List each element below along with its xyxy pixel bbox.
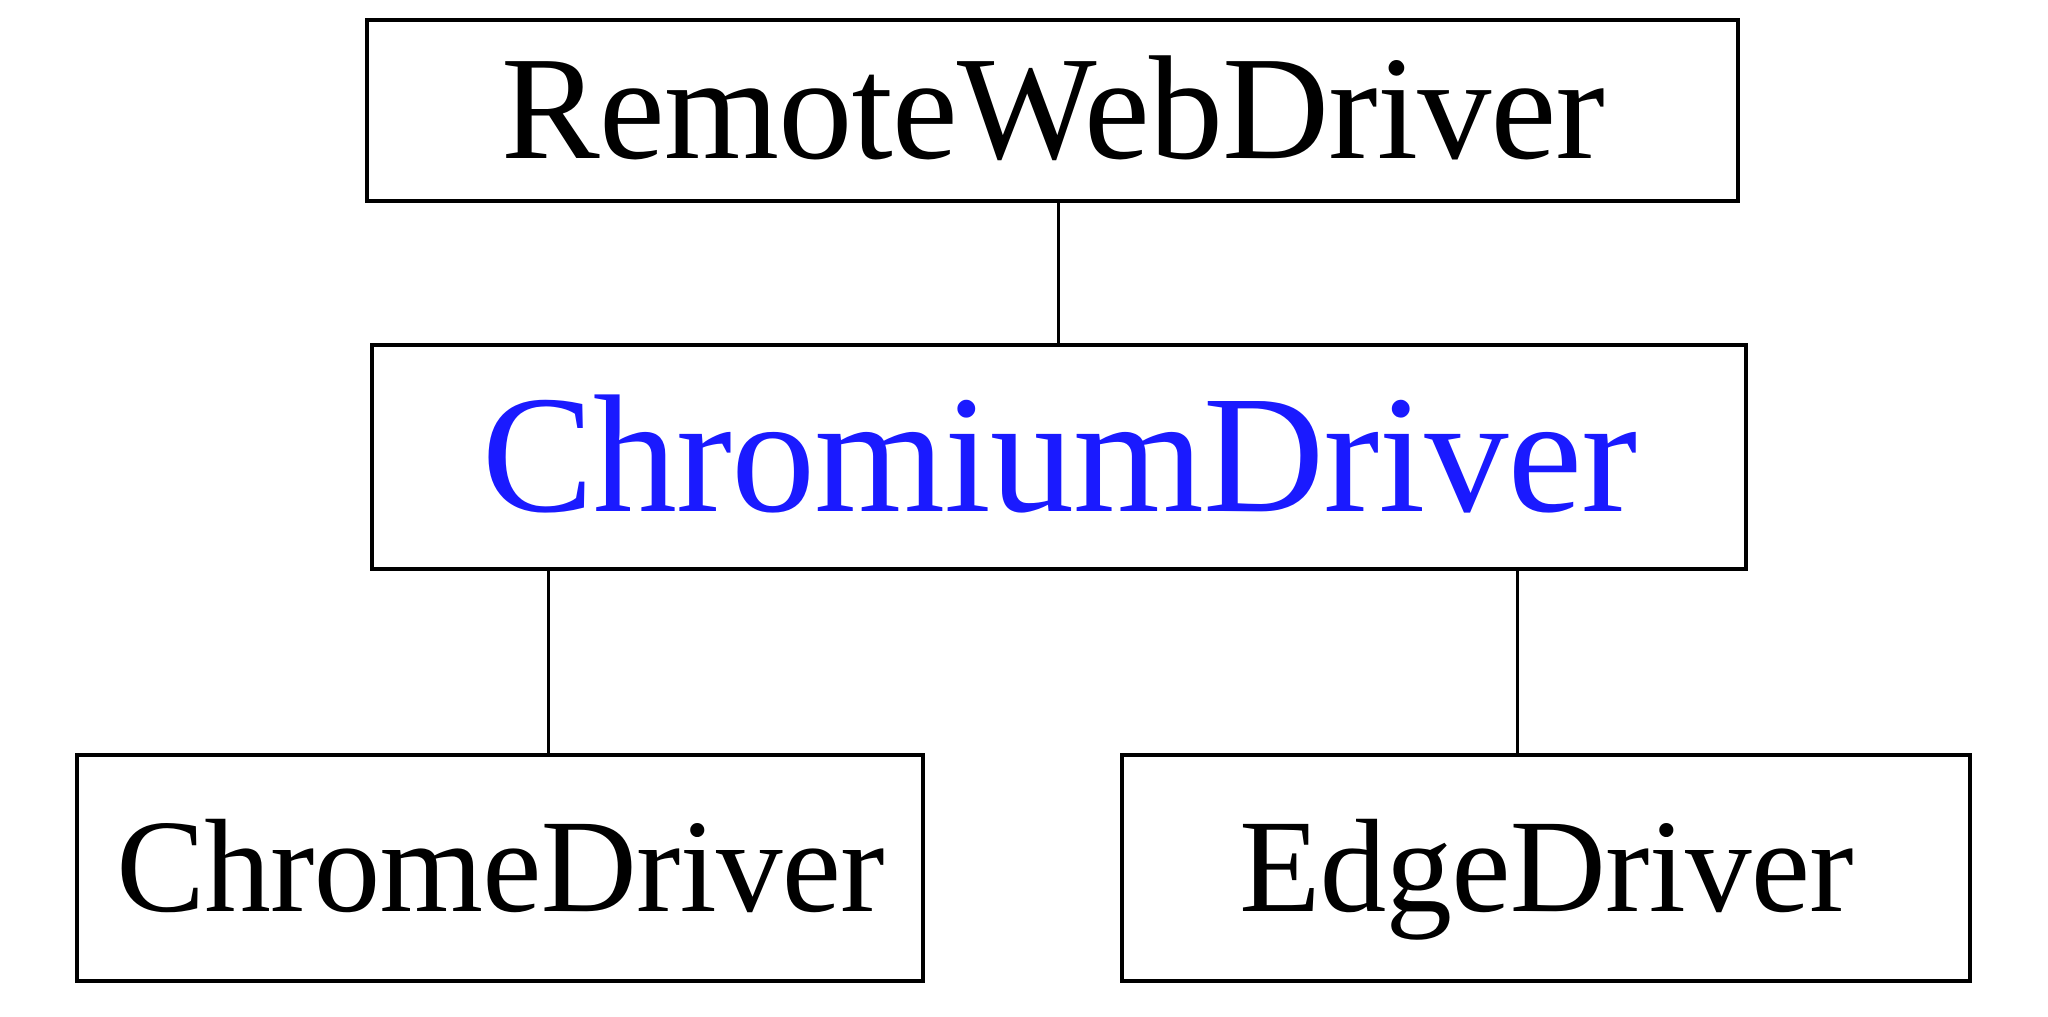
node-edgedriver[interactable]: EdgeDriver: [1120, 753, 1972, 983]
edge-chromiumdriver-edgedriver: [1516, 570, 1519, 753]
node-remotewebdriver[interactable]: RemoteWebDriver: [365, 18, 1740, 203]
node-chromedriver-label: ChromeDriver: [116, 791, 884, 940]
node-chromiumdriver-label: ChromiumDriver: [481, 362, 1638, 548]
edge-chromiumdriver-chromedriver: [547, 570, 550, 753]
node-chromedriver[interactable]: ChromeDriver: [75, 753, 925, 983]
node-remotewebdriver-label: RemoteWebDriver: [500, 26, 1605, 191]
edge-remotewebdriver-chromiumdriver: [1057, 203, 1060, 343]
node-chromiumdriver[interactable]: ChromiumDriver: [370, 343, 1748, 571]
node-edgedriver-label: EdgeDriver: [1239, 791, 1853, 940]
